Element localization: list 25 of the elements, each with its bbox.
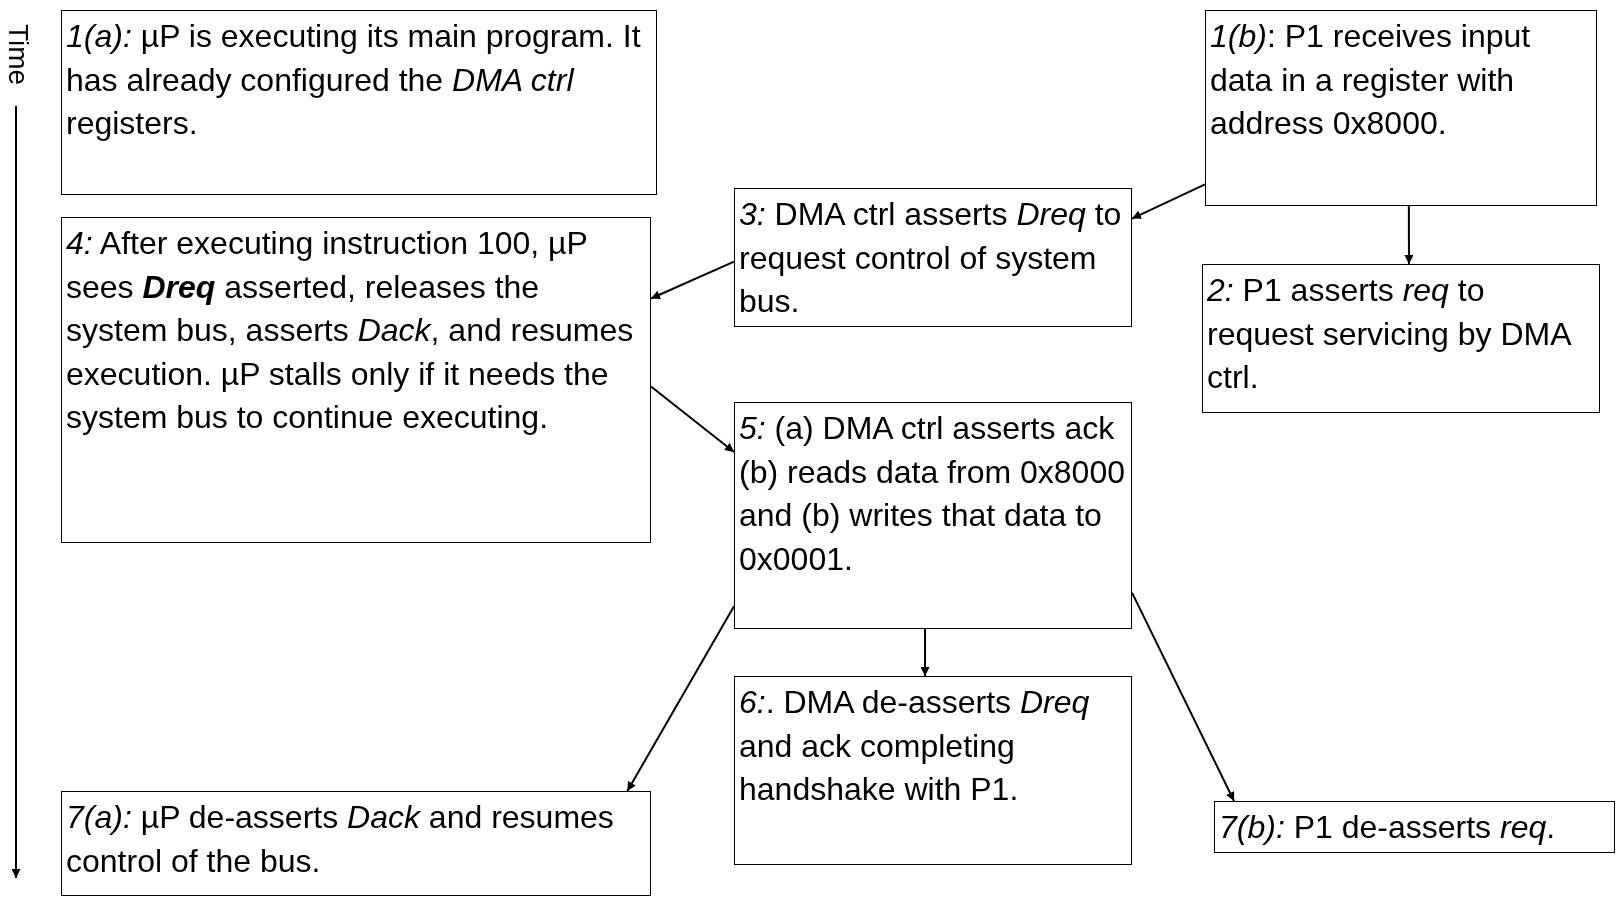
arrow	[650, 260, 735, 300]
arrow	[626, 605, 735, 792]
step-text: 2: P1 asserts req to request servicing by DMA ctrl.	[1207, 271, 1572, 398]
step-box	[61, 217, 651, 543]
arrow	[1131, 591, 1236, 802]
step-text: 1(b): P1 receives input data in a register with address 0x8000.	[1210, 17, 1532, 144]
step-box	[1205, 10, 1597, 206]
step-text: 6:. DMA de-asserts Dreq and ack completing handshake with P1.	[739, 683, 1091, 810]
step-text: 3: DMA ctrl asserts Dreq to request control of system bus.	[739, 195, 1123, 322]
axis-label: Time	[4, 24, 32, 86]
step-box	[1202, 264, 1600, 413]
arrow	[1131, 183, 1206, 220]
arrow	[650, 385, 735, 453]
arrow	[1404, 205, 1414, 265]
step-box	[734, 402, 1132, 629]
step-box	[1214, 801, 1615, 853]
step-text: 5: (a) DMA ctrl asserts ack (b) reads data from 0x8000 and (b) writes that data to 0x0001.	[739, 409, 1126, 579]
step-box	[734, 676, 1132, 865]
step-text: 1(a): µP is executing its main program. It has already configured the DMA ctrl registers.	[66, 17, 642, 144]
step-text: 7(b): P1 de-asserts req.	[1219, 808, 1557, 847]
step-box	[61, 791, 651, 896]
step-box	[61, 10, 657, 195]
arrow	[920, 628, 930, 677]
step-text: 7(a): µP de-asserts Dack and resumes control of the bus.	[66, 798, 615, 881]
step-text: 4: After executing instruction 100, µP sees Dreq asserted, releases the system bus, asserts Dack, and resumes execution. µP stalls only if it needs the system bus to continue executing.	[66, 224, 635, 438]
